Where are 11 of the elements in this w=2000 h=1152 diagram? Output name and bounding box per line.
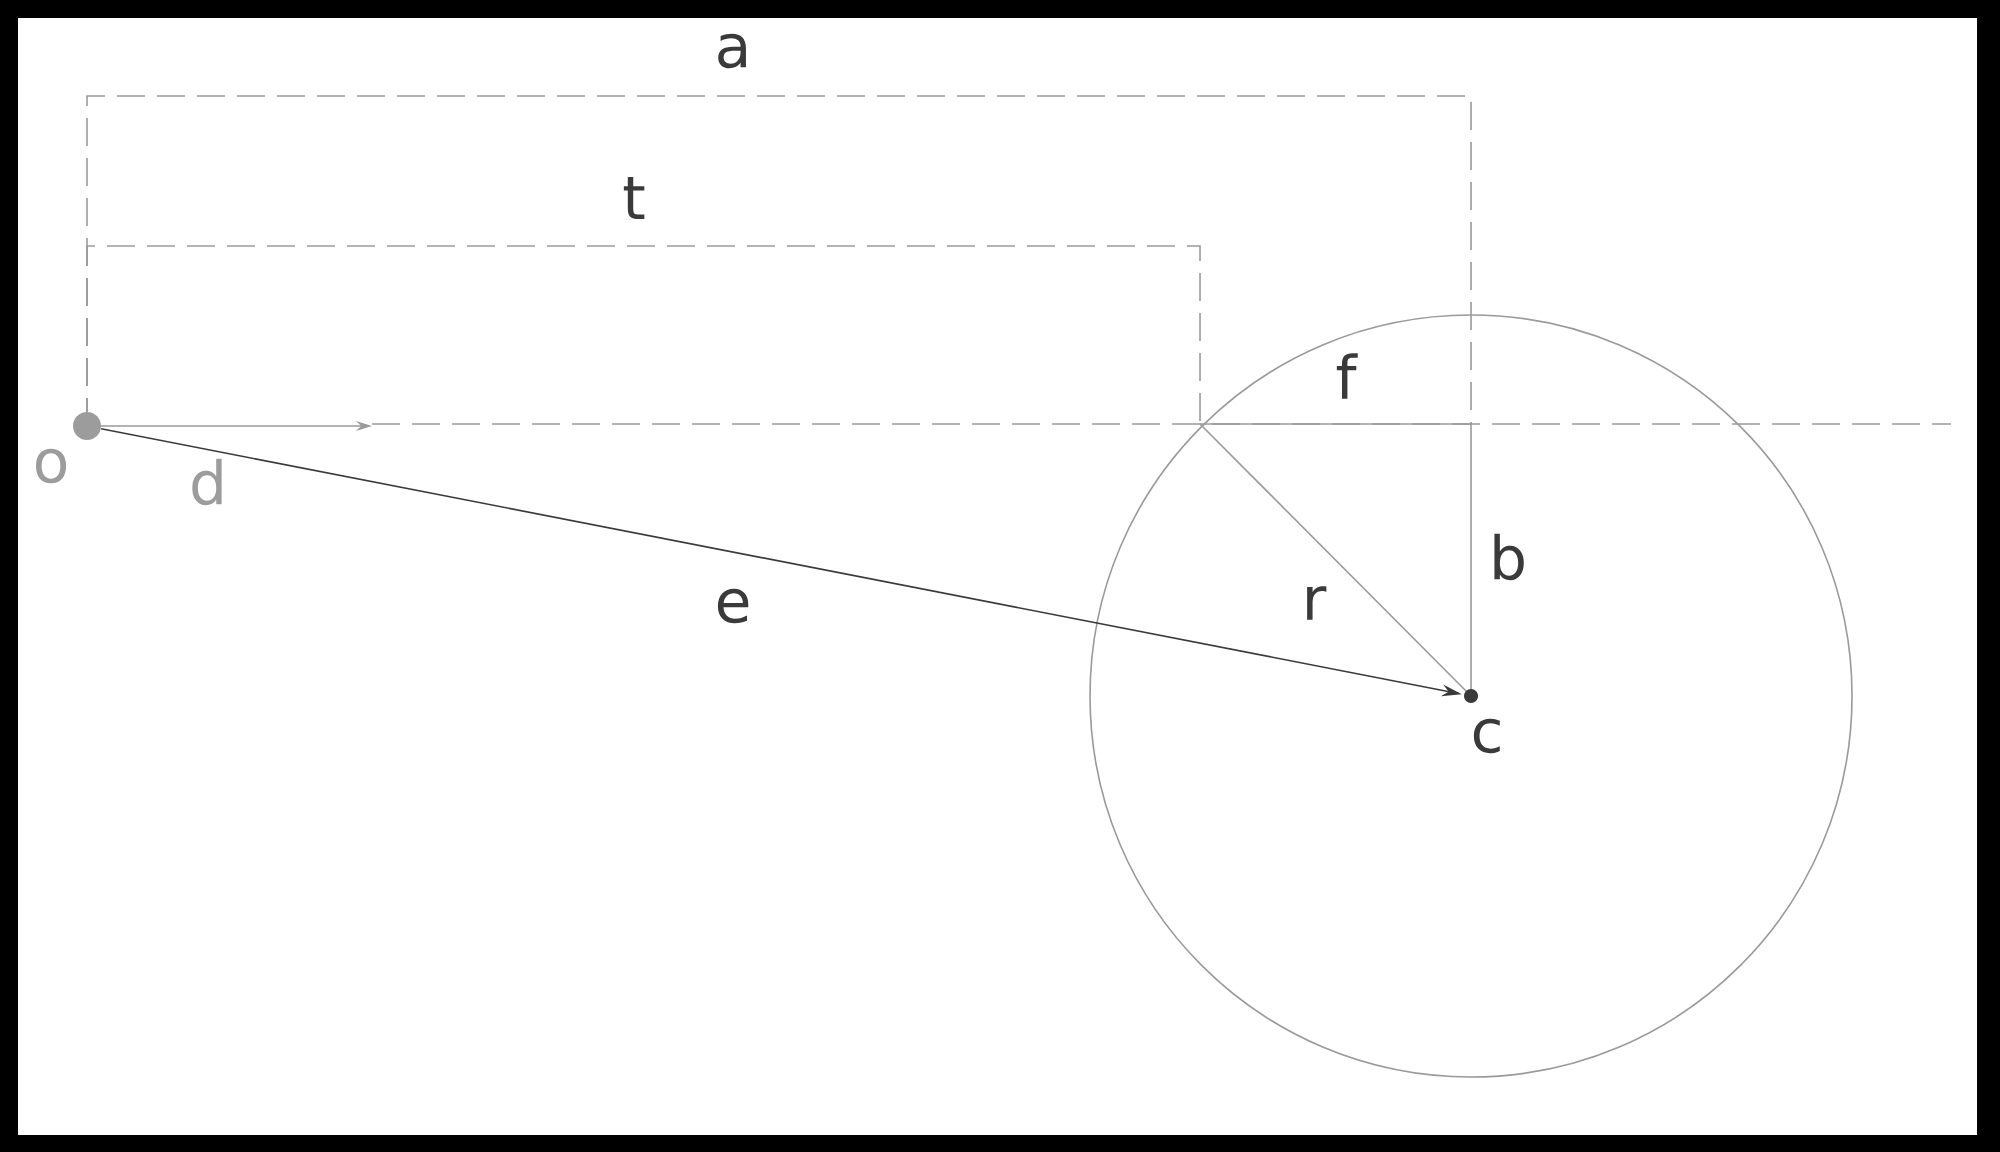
- dimension-label: t: [623, 176, 645, 220]
- point-label: o: [36, 448, 67, 484]
- edge-label: e: [717, 588, 749, 624]
- dimension-label: d: [192, 458, 222, 506]
- dimension-label: r: [1307, 586, 1327, 620]
- point-label: c: [1473, 718, 1500, 754]
- point-dot: [73, 412, 101, 440]
- dimension-label: b: [1494, 533, 1524, 581]
- dimension-label: a: [718, 33, 746, 69]
- dimension-label: f: [1336, 353, 1358, 399]
- point-dot: [1464, 689, 1478, 703]
